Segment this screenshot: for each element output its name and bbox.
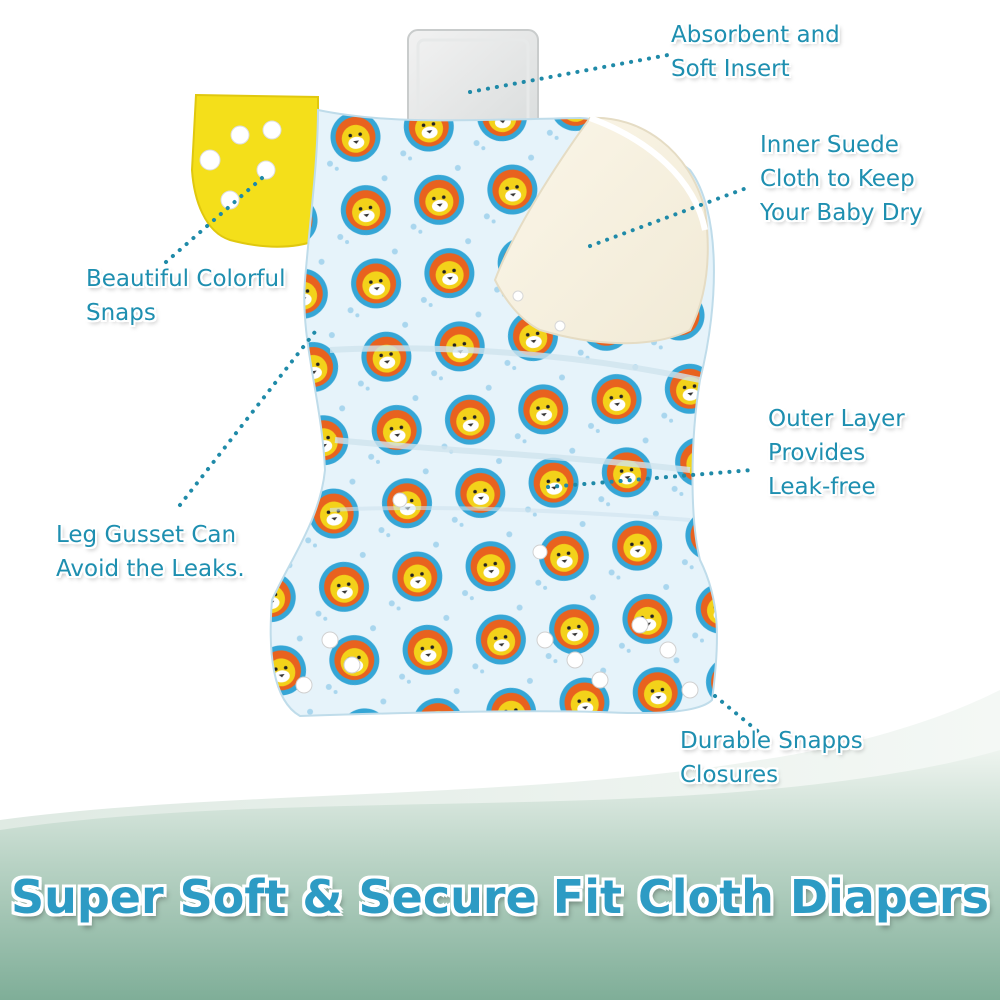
callout-absorbent-insert: Absorbent and Soft Insert [671, 18, 840, 86]
callout-leg-gusset: Leg Gusset Can Avoid the Leaks. [56, 518, 245, 586]
leader-closures [713, 694, 768, 740]
callout-text-line: Cloth to Keep [760, 166, 915, 192]
callout-text-line: Absorbent and [671, 22, 840, 48]
leader-snaps [164, 176, 264, 264]
callout-text-line: Provides [768, 440, 866, 466]
callout-text-line: Leg Gusset Can [56, 522, 237, 548]
closure-snaps [295, 492, 699, 699]
callout-text-line: Avoid the Leaks. [56, 556, 245, 582]
callout-inner-suede: Inner Suede Cloth to Keep Your Baby Dry [760, 128, 923, 230]
callout-text-line: Your Baby Dry [760, 200, 923, 226]
callout-colorful-snaps: Beautiful Colorful Snaps [86, 262, 286, 330]
callout-text-line: Durable Snapps [680, 728, 863, 754]
callout-text-line: Outer Layer [768, 406, 905, 432]
callout-text-line: Leak-free [768, 474, 876, 500]
leader-insert [468, 53, 670, 94]
yellow-snap-tab [190, 93, 319, 248]
leader-gusset [178, 326, 320, 507]
callout-text-line: Snaps [86, 300, 156, 326]
headline: Super Soft & Secure Fit Cloth Diapers [10, 870, 990, 924]
leader-suede [588, 184, 754, 248]
inner-suede-flap [493, 116, 709, 345]
callout-text-line: Inner Suede [760, 132, 899, 158]
callout-text-line: Beautiful Colorful [86, 266, 286, 292]
callout-text-line: Closures [680, 762, 779, 788]
callout-snap-closures: Durable Snapps Closures [680, 724, 863, 792]
leader-outer [546, 468, 754, 489]
callout-text-line: Soft Insert [671, 56, 790, 82]
callout-outer-layer: Outer Layer Provides Leak-free [768, 402, 905, 504]
